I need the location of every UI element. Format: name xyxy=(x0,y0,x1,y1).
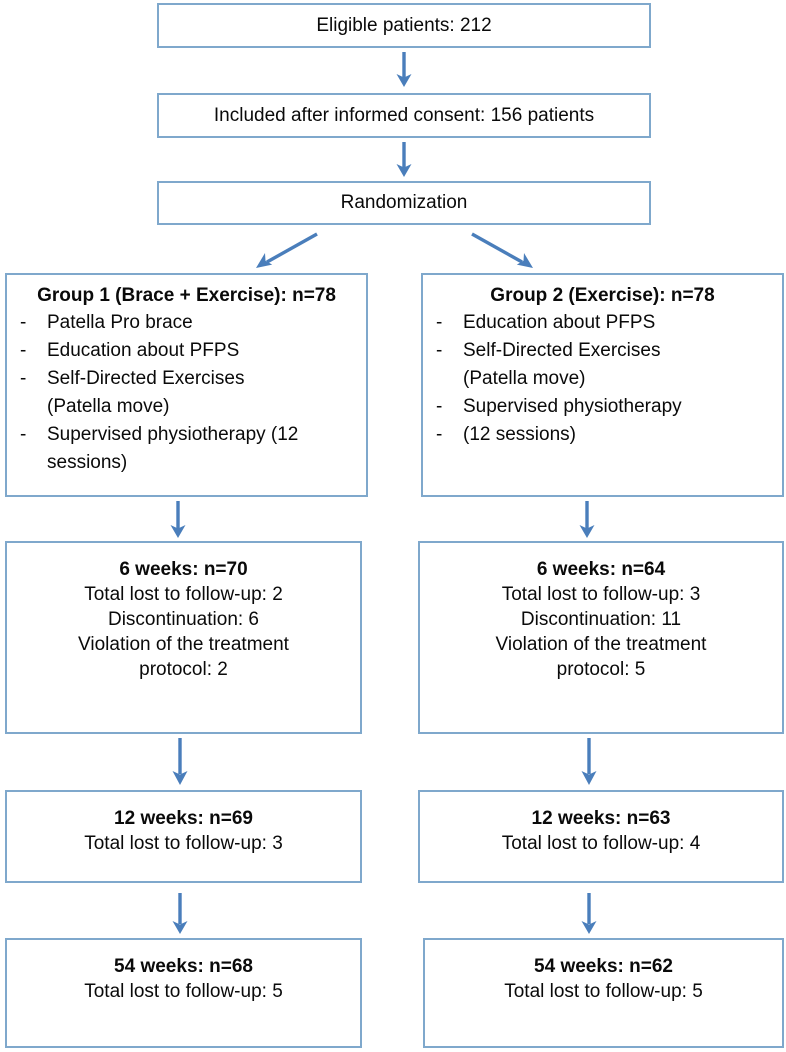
node-group1-12weeks: 12 weeks: n=69 Total lost to follow-up: … xyxy=(5,790,362,883)
node-group1-6weeks-line: Discontinuation: 6 xyxy=(107,609,260,631)
list-item-label: Education about PFPS xyxy=(463,312,656,334)
list-item-label: Self-Directed Exercises xyxy=(463,340,661,362)
node-group1-6weeks: 6 weeks: n=70 Total lost to follow-up: 2… xyxy=(5,541,362,734)
node-group2-6weeks-line: protocol: 5 xyxy=(556,659,646,681)
bullet-dash: - xyxy=(436,340,443,362)
list-item-label: sessions) xyxy=(47,451,128,473)
node-group1: Group 1 (Brace + Exercise): n=78 - Patel… xyxy=(5,273,368,497)
node-group2-54weeks: 54 weeks: n=62 Total lost to follow-up: … xyxy=(423,938,784,1048)
group1-intervention-list: - Patella Pro brace - Education about PF… xyxy=(13,310,360,478)
node-group2-title: Group 2 (Exercise): n=78 xyxy=(490,285,715,306)
node-group1-54weeks-title: 54 weeks: n=68 xyxy=(114,956,253,977)
arrow-down-group1-to-6weeks xyxy=(165,501,191,539)
node-group2-54weeks-title: 54 weeks: n=62 xyxy=(534,956,673,977)
node-group2: Group 2 (Exercise): n=78 - Education abo… xyxy=(421,273,784,497)
arrow-down-group2-6weeks-to-12weeks xyxy=(576,738,602,786)
list-item: - Self-Directed Exercises xyxy=(13,366,360,394)
arrow-down-group2-12weeks-to-54weeks xyxy=(576,893,602,935)
list-item: (Patella move) xyxy=(13,394,360,422)
bullet-dash: - xyxy=(20,423,27,445)
bullet-dash: - xyxy=(436,423,443,445)
node-group2-6weeks: 6 weeks: n=64 Total lost to follow-up: 3… xyxy=(418,541,784,734)
list-item: - Education about PFPS xyxy=(429,310,776,338)
node-eligible-patients: Eligible patients: 212 xyxy=(157,3,651,48)
bullet-dash: - xyxy=(436,312,443,334)
node-group1-12weeks-line: Total lost to follow-up: 3 xyxy=(84,833,283,855)
bullet-dash: - xyxy=(20,312,27,334)
arrow-down-group1-6weeks-to-12weeks xyxy=(167,738,193,786)
node-group2-6weeks-line: Discontinuation: 11 xyxy=(520,609,682,631)
node-group1-title: Group 1 (Brace + Exercise): n=78 xyxy=(37,285,336,306)
list-item-label: Supervised physiotherapy (12 xyxy=(47,423,299,445)
node-group2-54weeks-line: Total lost to follow-up: 5 xyxy=(504,981,703,1003)
list-item-label: (Patella move) xyxy=(47,395,170,417)
list-item-label: Education about PFPS xyxy=(47,340,240,362)
list-item: (Patella move) xyxy=(429,366,776,394)
arrow-diagonal-randomization-to-group2 xyxy=(470,232,540,270)
list-item-label: (12 sessions) xyxy=(463,423,576,445)
arrow-down-included-to-randomization xyxy=(391,142,417,178)
node-group2-6weeks-line: Violation of the treatment xyxy=(495,634,707,656)
node-group1-54weeks: 54 weeks: n=68 Total lost to follow-up: … xyxy=(5,938,362,1048)
node-group1-6weeks-line: protocol: 2 xyxy=(139,659,228,681)
arrow-diagonal-randomization-to-group1 xyxy=(249,232,319,270)
node-group1-54weeks-line: Total lost to follow-up: 5 xyxy=(84,981,283,1003)
list-item: - (12 sessions) xyxy=(429,422,776,450)
bullet-dash: - xyxy=(20,368,27,390)
node-group1-6weeks-line: Total lost to follow-up: 2 xyxy=(84,584,283,606)
arrow-down-eligible-to-included xyxy=(391,52,417,88)
node-included-consent: Included after informed consent: 156 pat… xyxy=(157,93,651,138)
bullet-dash: - xyxy=(20,340,27,362)
arrow-down-group2-to-6weeks xyxy=(574,501,600,539)
node-randomization: Randomization xyxy=(157,181,651,225)
list-item-label: Supervised physiotherapy xyxy=(463,395,682,417)
group2-intervention-list: - Education about PFPS - Self-Directed E… xyxy=(429,310,776,450)
list-item: sessions) xyxy=(13,450,360,478)
node-group1-12weeks-title: 12 weeks: n=69 xyxy=(114,808,253,829)
arrow-down-group1-12weeks-to-54weeks xyxy=(167,893,193,935)
node-eligible-patients-text: Eligible patients: 212 xyxy=(316,14,492,36)
node-randomization-text: Randomization xyxy=(340,192,468,214)
node-group2-12weeks: 12 weeks: n=63 Total lost to follow-up: … xyxy=(418,790,784,883)
node-group2-12weeks-title: 12 weeks: n=63 xyxy=(531,808,671,829)
list-item: - Self-Directed Exercises xyxy=(429,338,776,366)
list-item-label: Self-Directed Exercises xyxy=(47,368,245,390)
list-item-label: Patella Pro brace xyxy=(47,312,193,334)
list-item: - Patella Pro brace xyxy=(13,310,360,338)
node-group2-12weeks-line: Total lost to follow-up: 4 xyxy=(501,833,701,855)
node-group2-6weeks-title: 6 weeks: n=64 xyxy=(536,559,666,580)
node-group1-6weeks-line: Violation of the treatment xyxy=(78,634,289,656)
bullet-dash: - xyxy=(436,395,443,417)
list-item: - Supervised physiotherapy xyxy=(429,394,776,422)
node-group2-6weeks-line: Total lost to follow-up: 3 xyxy=(501,584,701,606)
list-item: - Education about PFPS xyxy=(13,338,360,366)
list-item-label: (Patella move) xyxy=(463,368,586,390)
node-group1-6weeks-title: 6 weeks: n=70 xyxy=(119,559,248,580)
node-included-consent-text: Included after informed consent: 156 pat… xyxy=(213,104,595,126)
list-item: - Supervised physiotherapy (12 xyxy=(13,422,360,450)
